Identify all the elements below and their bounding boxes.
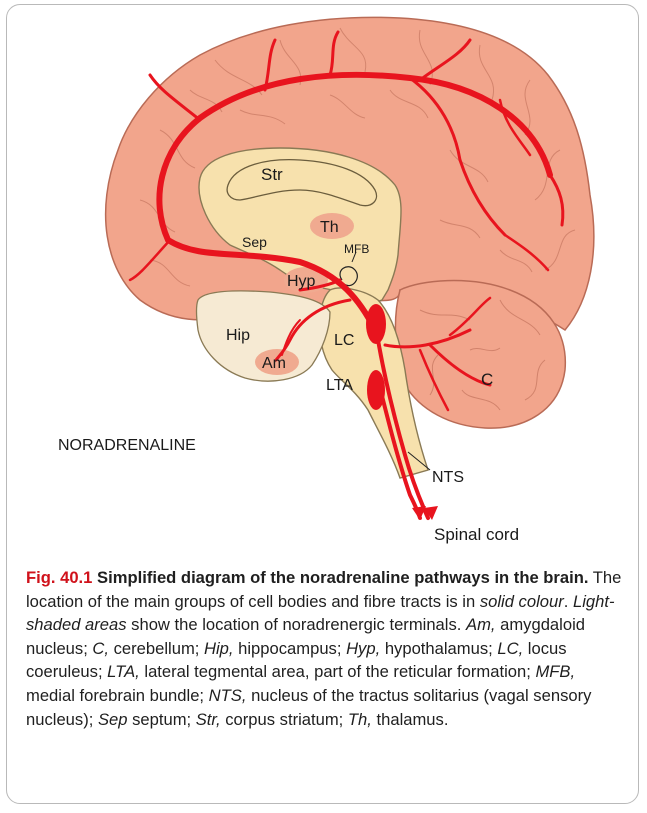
caption-text: medial forebrain bundle; xyxy=(26,686,209,705)
caption-abbrev: LC, xyxy=(497,639,523,658)
caption-text: . xyxy=(564,592,573,611)
label-noradrenaline: NORADRENALINE xyxy=(58,437,196,454)
label-str: Str xyxy=(261,165,283,184)
caption-abbrev: solid colour xyxy=(480,592,564,611)
caption-abbrev: NTS, xyxy=(209,686,247,705)
caption-text: show the location of noradrenergic termi… xyxy=(127,615,466,634)
label-mfb: MFB xyxy=(344,242,369,256)
figure-title: Simplified diagram of the noradrenaline … xyxy=(97,568,588,587)
figure-label: Fig. 40.1 xyxy=(26,568,92,587)
caption-abbrev: C, xyxy=(92,639,109,658)
caption-abbrev: LTA, xyxy=(107,662,140,681)
label-c: C xyxy=(481,370,493,389)
caption-abbrev: MFB, xyxy=(535,662,575,681)
label-th: Th xyxy=(320,219,339,236)
lateral-tegmental-cell-body xyxy=(367,370,385,410)
caption-abbrev: Str, xyxy=(196,710,221,729)
caption-abbrev: Sep xyxy=(98,710,128,729)
label-sep: Sep xyxy=(242,234,267,250)
label-hyp: Hyp xyxy=(287,273,316,290)
caption-abbrev: Hip, xyxy=(204,639,234,658)
label-lc: LC xyxy=(334,332,354,349)
label-lta: LTA xyxy=(326,377,353,394)
figure-caption: Fig. 40.1 Simplified diagram of the nora… xyxy=(26,566,626,731)
caption-abbrev: Am, xyxy=(466,615,496,634)
caption-text: corpus striatum; xyxy=(221,710,348,729)
caption-text: cerebellum; xyxy=(109,639,204,658)
caption-text: septum; xyxy=(127,710,195,729)
label-am: Am xyxy=(262,355,286,372)
caption-abbrev: Hyp, xyxy=(346,639,380,658)
caption-body: The location of the main groups of cell … xyxy=(26,568,621,729)
caption-text: hippocampus; xyxy=(234,639,347,658)
caption-text: thalamus. xyxy=(372,710,449,729)
noradrenaline-pathway-diagram: Str Th Sep MFB Hyp Hip Am LC LTA C NORAD… xyxy=(0,0,647,560)
label-spinal-cord: Spinal cord xyxy=(434,525,519,544)
caption-abbrev: Th, xyxy=(348,710,372,729)
caption-text: hypothalamus; xyxy=(380,639,497,658)
label-nts: NTS xyxy=(432,469,464,486)
locus-coeruleus-cell-body xyxy=(366,304,386,344)
caption-text: lateral tegmental area, part of the reti… xyxy=(140,662,536,681)
label-hip: Hip xyxy=(226,327,250,344)
